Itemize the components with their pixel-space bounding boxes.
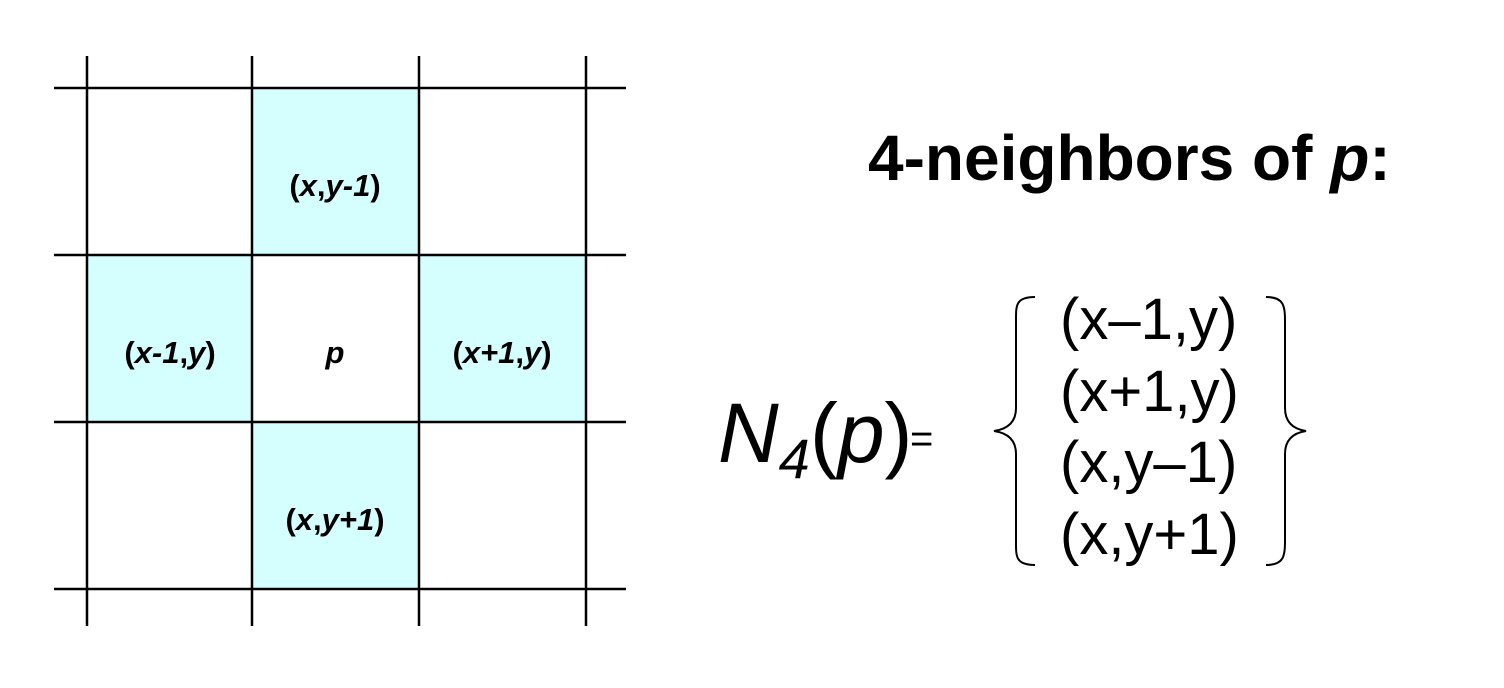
neighborhood-formula: N4(p) <box>718 386 913 490</box>
set-item-top-neighbor: (x,y–1) <box>1060 430 1237 495</box>
set-item-bottom-neighbor: (x,y+1) <box>1060 502 1239 567</box>
cell-label-bottom: (x,y+1) <box>285 502 384 537</box>
set-item-right-neighbor: (x+1,y) <box>1060 359 1239 424</box>
cell-bottom-fill <box>252 422 419 589</box>
cell-top-fill <box>252 88 419 255</box>
left-brace <box>993 296 1036 566</box>
cell-label-right: (x+1,y) <box>452 335 551 370</box>
cell-label-center: p <box>325 335 345 370</box>
cell-label-left: (x-1,y) <box>124 335 215 370</box>
equals-sign: = <box>910 417 933 461</box>
pixel-grid <box>54 56 626 626</box>
cell-left-fill <box>87 255 253 422</box>
right-brace <box>1265 296 1307 566</box>
highlighted-cells <box>87 88 586 589</box>
diagram-title: 4-neighbors of p: <box>868 122 1391 194</box>
cell-label-top: (x,y-1) <box>289 168 380 203</box>
set-item-left-neighbor: (x–1,y) <box>1060 287 1237 352</box>
cell-right-fill <box>419 255 586 422</box>
